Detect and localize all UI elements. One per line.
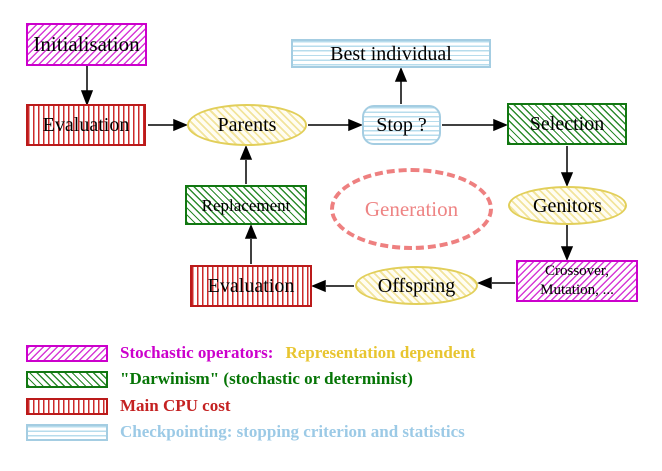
- arrow-evaluation-to-parents: [148, 118, 188, 132]
- arrow-offspring-to-evaluation: [311, 279, 354, 293]
- node-initialisation: Initialisation: [26, 23, 147, 66]
- arrow-parents-to-stop: [308, 118, 363, 132]
- legend-row-checkpointing: Checkpointing: stopping criterion and st…: [26, 421, 465, 443]
- arrow-stop-to-selection: [442, 118, 508, 132]
- node-evaluation-bottom: Evaluation: [190, 265, 312, 307]
- legend-row-stochastic: Stochastic operators: Representation dep…: [26, 342, 475, 364]
- node-parents: Parents: [187, 104, 307, 146]
- legend-row-cpu: Main CPU cost: [26, 395, 230, 417]
- node-evaluation-top: Evaluation: [26, 104, 146, 146]
- node-replacement: Replacement: [185, 185, 307, 225]
- legend-swatch-red-stripes: [26, 397, 108, 415]
- node-generation: Generation: [330, 168, 493, 250]
- legend-label-checkpointing: Checkpointing: stopping criterion and st…: [120, 422, 465, 441]
- legend-swatch-cyan-stripes: [26, 423, 108, 441]
- arrow-replacement-to-parents: [239, 145, 253, 184]
- node-stop: Stop ?: [362, 105, 441, 145]
- node-genitors: Genitors: [508, 186, 627, 225]
- arrow-crossover-to-offspring: [477, 276, 515, 290]
- crossover-line1: Crossover,: [545, 263, 609, 280]
- node-offspring: Offspring: [355, 266, 478, 305]
- legend-label-cpu: Main CPU cost: [120, 396, 231, 415]
- legend-label-darwinism: "Darwinism" (stochastic or determinist): [120, 369, 413, 388]
- node-crossover-mutation: Crossover, Mutation, ...: [516, 260, 638, 302]
- arrow-selection-to-genitors: [560, 146, 574, 187]
- legend-swatch-magenta-hatch: [26, 344, 108, 362]
- legend-swatch-green-hatch: [26, 370, 108, 388]
- arrow-genitors-to-crossover: [560, 225, 574, 261]
- node-selection: Selection: [507, 103, 627, 145]
- arrow-initialisation-to-evaluation: [80, 66, 94, 107]
- legend-label-representation: Representation dependent: [285, 343, 476, 362]
- arrow-stop-to-best-individual: [394, 67, 408, 104]
- legend-label-stochastic: Stochastic operators:: [120, 343, 274, 362]
- crossover-line2: Mutation, ...: [540, 282, 614, 298]
- legend-row-darwinism: "Darwinism" (stochastic or determinist): [26, 368, 413, 390]
- node-best-individual: Best individual: [291, 39, 491, 68]
- arrow-evaluation-to-replacement: [244, 224, 258, 264]
